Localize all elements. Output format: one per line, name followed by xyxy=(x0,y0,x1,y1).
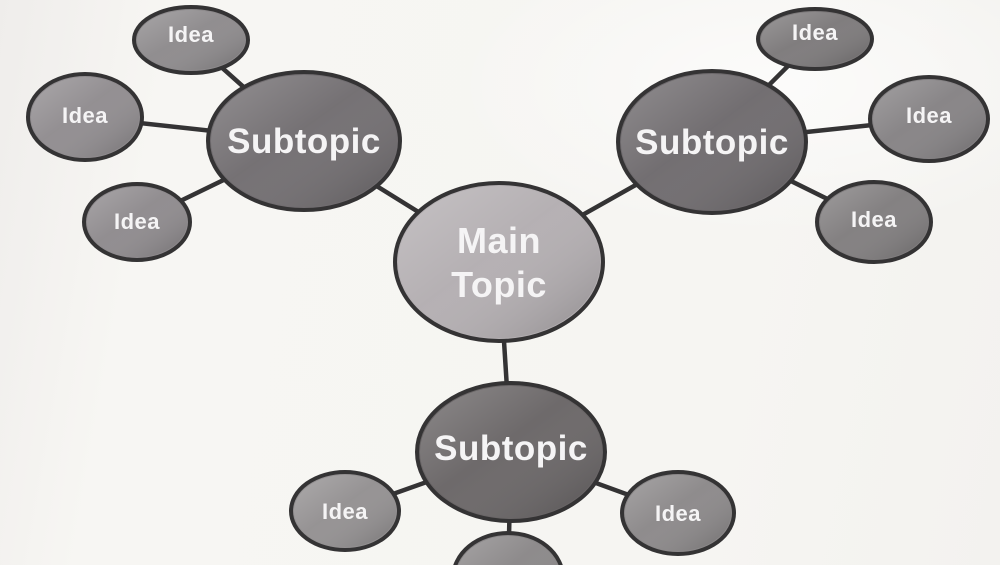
node-idea-topright-right: Idea xyxy=(868,75,990,163)
subtopic-label: Subtopic xyxy=(635,123,789,162)
node-idea-bottom-left: Idea xyxy=(289,470,401,552)
node-idea-topleft-left: Idea xyxy=(26,72,144,162)
idea-label: Idea xyxy=(114,209,160,234)
idea-label: Idea xyxy=(322,499,368,524)
node-main-topic: Main Topic xyxy=(393,181,605,343)
node-idea-topleft-top: Idea xyxy=(132,5,250,75)
node-idea-topleft-bottom: Idea xyxy=(82,182,192,262)
node-idea-topright-top: Idea xyxy=(756,7,874,71)
node-subtopic-topright: Subtopic xyxy=(616,69,808,215)
subtopic-label: Subtopic xyxy=(227,122,381,161)
idea-label: Idea xyxy=(655,501,701,526)
subtopic-label: Subtopic xyxy=(434,429,588,468)
idea-label: Idea xyxy=(851,207,897,232)
main-topic-label-line2: Topic xyxy=(451,264,547,305)
node-idea-bottom-center-cutoff xyxy=(453,531,563,565)
diagram-nodes: Idea Idea Idea Idea xyxy=(26,5,990,565)
node-idea-bottom-right: Idea xyxy=(620,470,736,556)
idea-label: Idea xyxy=(168,22,214,47)
idea-label: Idea xyxy=(906,103,952,128)
node-subtopic-bottom: Subtopic xyxy=(415,381,607,523)
main-topic-label-line1: Main xyxy=(457,220,541,261)
mind-map-root: Idea Idea Idea Idea xyxy=(26,5,990,565)
idea-label: Idea xyxy=(62,103,108,128)
idea-label: Idea xyxy=(792,20,838,45)
node-idea-topright-bottom: Idea xyxy=(815,180,933,264)
node-subtopic-topleft: Subtopic xyxy=(206,70,402,212)
